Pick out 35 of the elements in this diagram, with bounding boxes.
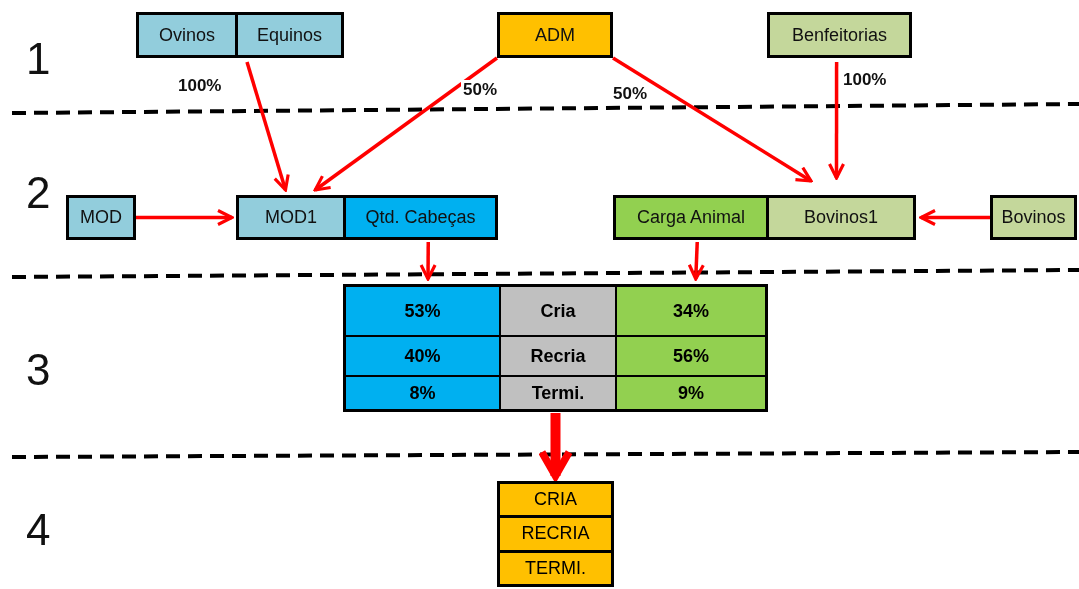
row-number: 2: [26, 168, 51, 218]
process-box: Bovinos: [990, 195, 1077, 240]
table-cell: Termi.: [501, 377, 615, 409]
process-box: Qtd. Cabeças: [343, 195, 498, 240]
stage-cell: TERMI.: [500, 552, 611, 584]
table-cell: 40%: [346, 337, 499, 375]
process-box: Carga Animal: [613, 195, 769, 240]
table-cell: Recria: [501, 337, 615, 375]
table-cell: 9%: [617, 377, 765, 409]
table-cell: 53%: [346, 287, 499, 335]
stacked-box: [497, 481, 614, 587]
row-number: 4: [26, 505, 51, 555]
table-cell: 56%: [617, 337, 765, 375]
process-box: Ovinos: [136, 12, 238, 58]
arrow: [313, 56, 499, 192]
stage-cell: RECRIA: [500, 518, 611, 550]
process-box: MOD1: [236, 195, 346, 240]
row-number: 1: [26, 34, 51, 84]
arrow: [538, 413, 573, 480]
process-box: Benfeitorias: [767, 12, 912, 58]
arrow: [919, 208, 990, 227]
table-cell: 34%: [617, 287, 765, 335]
arrow: [136, 208, 234, 227]
process-box: MOD: [66, 195, 136, 240]
process-box: Equinos: [235, 12, 344, 58]
process-box: ADM: [497, 12, 613, 58]
arrow: [612, 56, 813, 183]
process-box: Bovinos1: [766, 195, 916, 240]
row-number: 3: [26, 345, 51, 395]
arrow: [827, 62, 846, 180]
table-cell: 8%: [346, 377, 499, 409]
table-cell: Cria: [501, 287, 615, 335]
stage-cell: CRIA: [500, 484, 611, 516]
data-table: [343, 284, 768, 412]
arrow: [245, 61, 290, 192]
